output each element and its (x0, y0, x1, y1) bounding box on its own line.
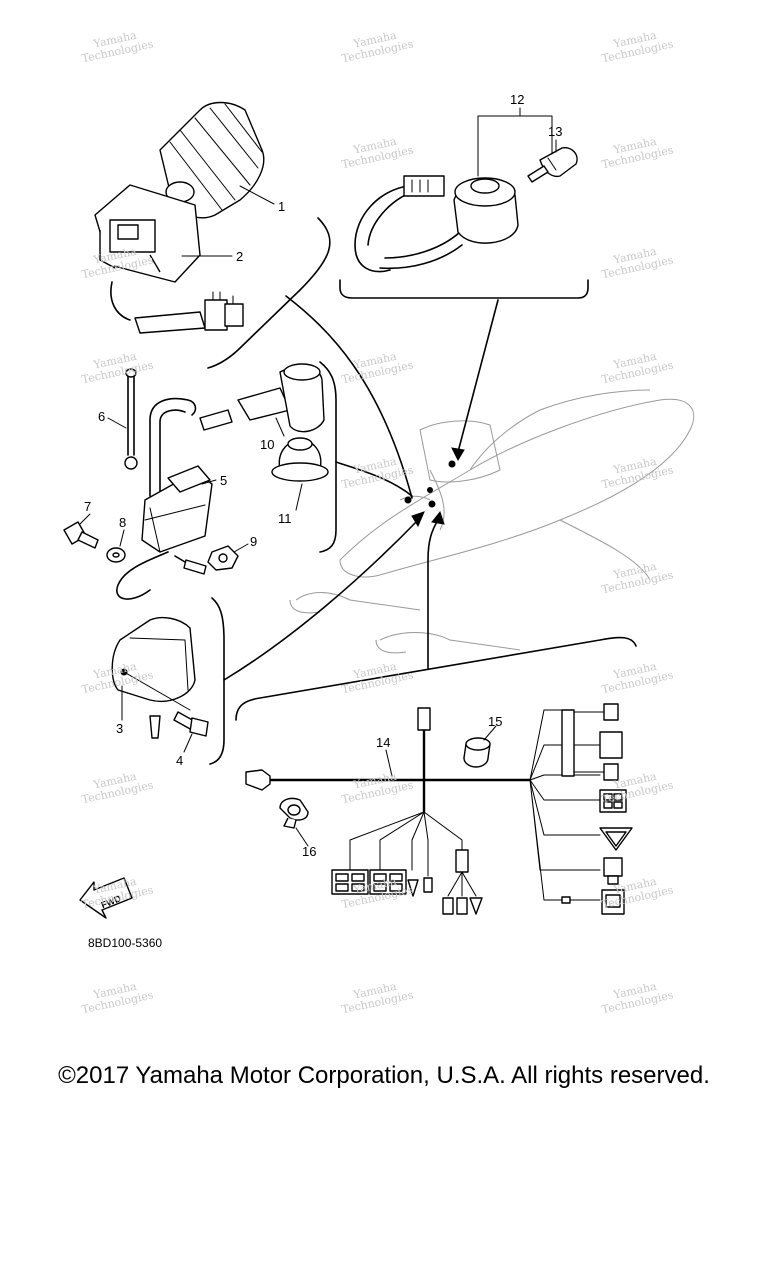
parts-diagram: 1 2 12 13 6 5 10 11 7 8 9 3 4 14 15 16 F… (63, 92, 695, 919)
diagram-code: 8BD100-5360 (88, 936, 163, 950)
callout-5: 5 (220, 473, 227, 488)
washer-part-8 (106, 547, 126, 563)
callout-8: 8 (119, 515, 126, 530)
callout-7: 7 (84, 499, 91, 514)
callout-15: 15 (488, 714, 502, 729)
callout-10: 10 (260, 437, 274, 452)
callout-16: 16 (302, 844, 316, 859)
callout-2: 2 (236, 249, 243, 264)
grommet-part-11 (271, 437, 329, 482)
nut-part-9 (207, 545, 239, 571)
clamp-part-16 (279, 797, 309, 829)
callout-4: 4 (176, 753, 183, 768)
callout-6: 6 (98, 409, 105, 424)
snowmobile-outline (289, 389, 695, 654)
callout-leaders (79, 107, 557, 847)
callout-11: 11 (278, 511, 292, 526)
wire-harness-part-14 (245, 703, 633, 915)
group-brackets (207, 217, 637, 765)
plug-cap-part-10 (199, 363, 325, 433)
callout-1: 1 (278, 199, 285, 214)
copyright-notice: ©2017 Yamaha Motor Corporation, U.S.A. A… (58, 1062, 710, 1089)
bolt-part-4 (173, 711, 209, 737)
bracket-part-2 (94, 184, 244, 334)
callout-numbers: 1 2 12 13 6 5 10 11 7 8 9 3 4 14 15 16 (84, 92, 562, 859)
key-part-13 (527, 147, 578, 183)
bolt-part-7 (63, 521, 99, 549)
ignition-coil-part-5 (116, 397, 213, 600)
callout-12: 12 (510, 92, 524, 107)
callout-13: 13 (548, 124, 562, 139)
regulator-part-3 (111, 616, 196, 739)
ground-lead-part-6 (124, 368, 138, 470)
grommet-part-15 (463, 737, 491, 768)
main-switch-part-12 (354, 175, 519, 273)
callout-14: 14 (376, 735, 390, 750)
callout-3: 3 (116, 721, 123, 736)
callout-9: 9 (250, 534, 257, 549)
attachment-leaders (223, 295, 499, 681)
